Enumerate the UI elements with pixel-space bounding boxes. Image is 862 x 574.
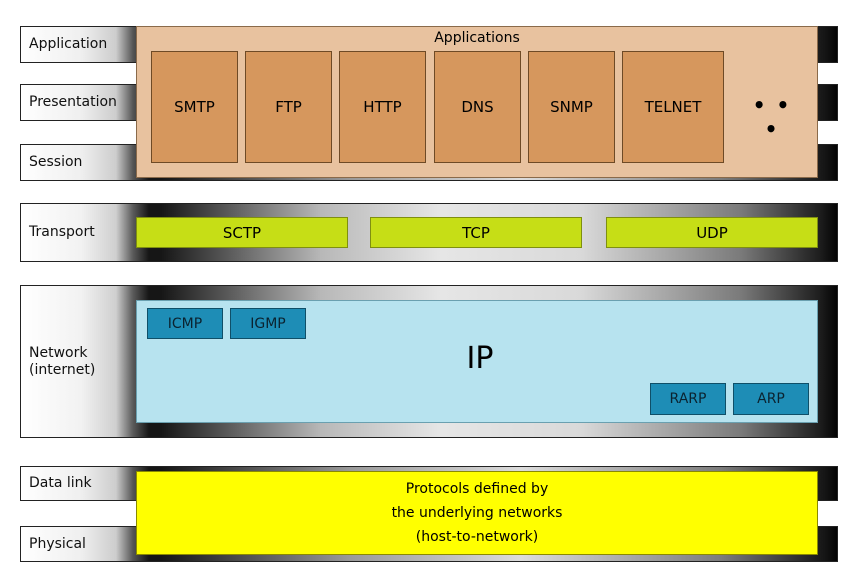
- layer-label-network: Network (internet): [21, 286, 133, 437]
- protocol-tcp: TCP: [370, 217, 582, 248]
- layer-label-application: Application: [29, 36, 108, 52]
- protocol-igmp: IGMP: [230, 308, 306, 339]
- layer-label-transport: Transport: [29, 224, 95, 240]
- protocol-dns: DNS: [434, 51, 521, 163]
- protocol-ip: IP: [466, 341, 494, 376]
- layer-label-network-line1: Network: [29, 344, 88, 361]
- host-to-network-line2: the underlying networks: [391, 505, 563, 521]
- protocol-telnet: TELNET: [622, 51, 724, 163]
- layer-label-data-link: Data link: [29, 475, 92, 491]
- host-to-network-panel: Protocols defined by the underlying netw…: [136, 471, 818, 555]
- protocol-rarp: RARP: [650, 383, 726, 415]
- layer-label-physical: Physical: [29, 535, 86, 552]
- applications-title: Applications: [434, 30, 520, 46]
- protocol-smtp: SMTP: [151, 51, 238, 163]
- protocol-sctp: SCTP: [136, 217, 348, 248]
- protocol-icmp: ICMP: [147, 308, 223, 339]
- protocol-udp: UDP: [606, 217, 818, 248]
- layer-label-network-line2: (internet): [29, 361, 96, 378]
- more-protocols-ellipsis: • • •: [752, 93, 792, 141]
- layer-label-session: Session: [29, 154, 83, 170]
- host-to-network-line3: (host-to-network): [415, 529, 539, 545]
- protocol-arp: ARP: [733, 383, 809, 415]
- layer-label-presentation: Presentation: [29, 94, 117, 110]
- host-to-network-line1: Protocols defined by: [405, 481, 549, 497]
- protocol-snmp: SNMP: [528, 51, 615, 163]
- protocol-http: HTTP: [339, 51, 426, 163]
- protocol-ftp: FTP: [245, 51, 332, 163]
